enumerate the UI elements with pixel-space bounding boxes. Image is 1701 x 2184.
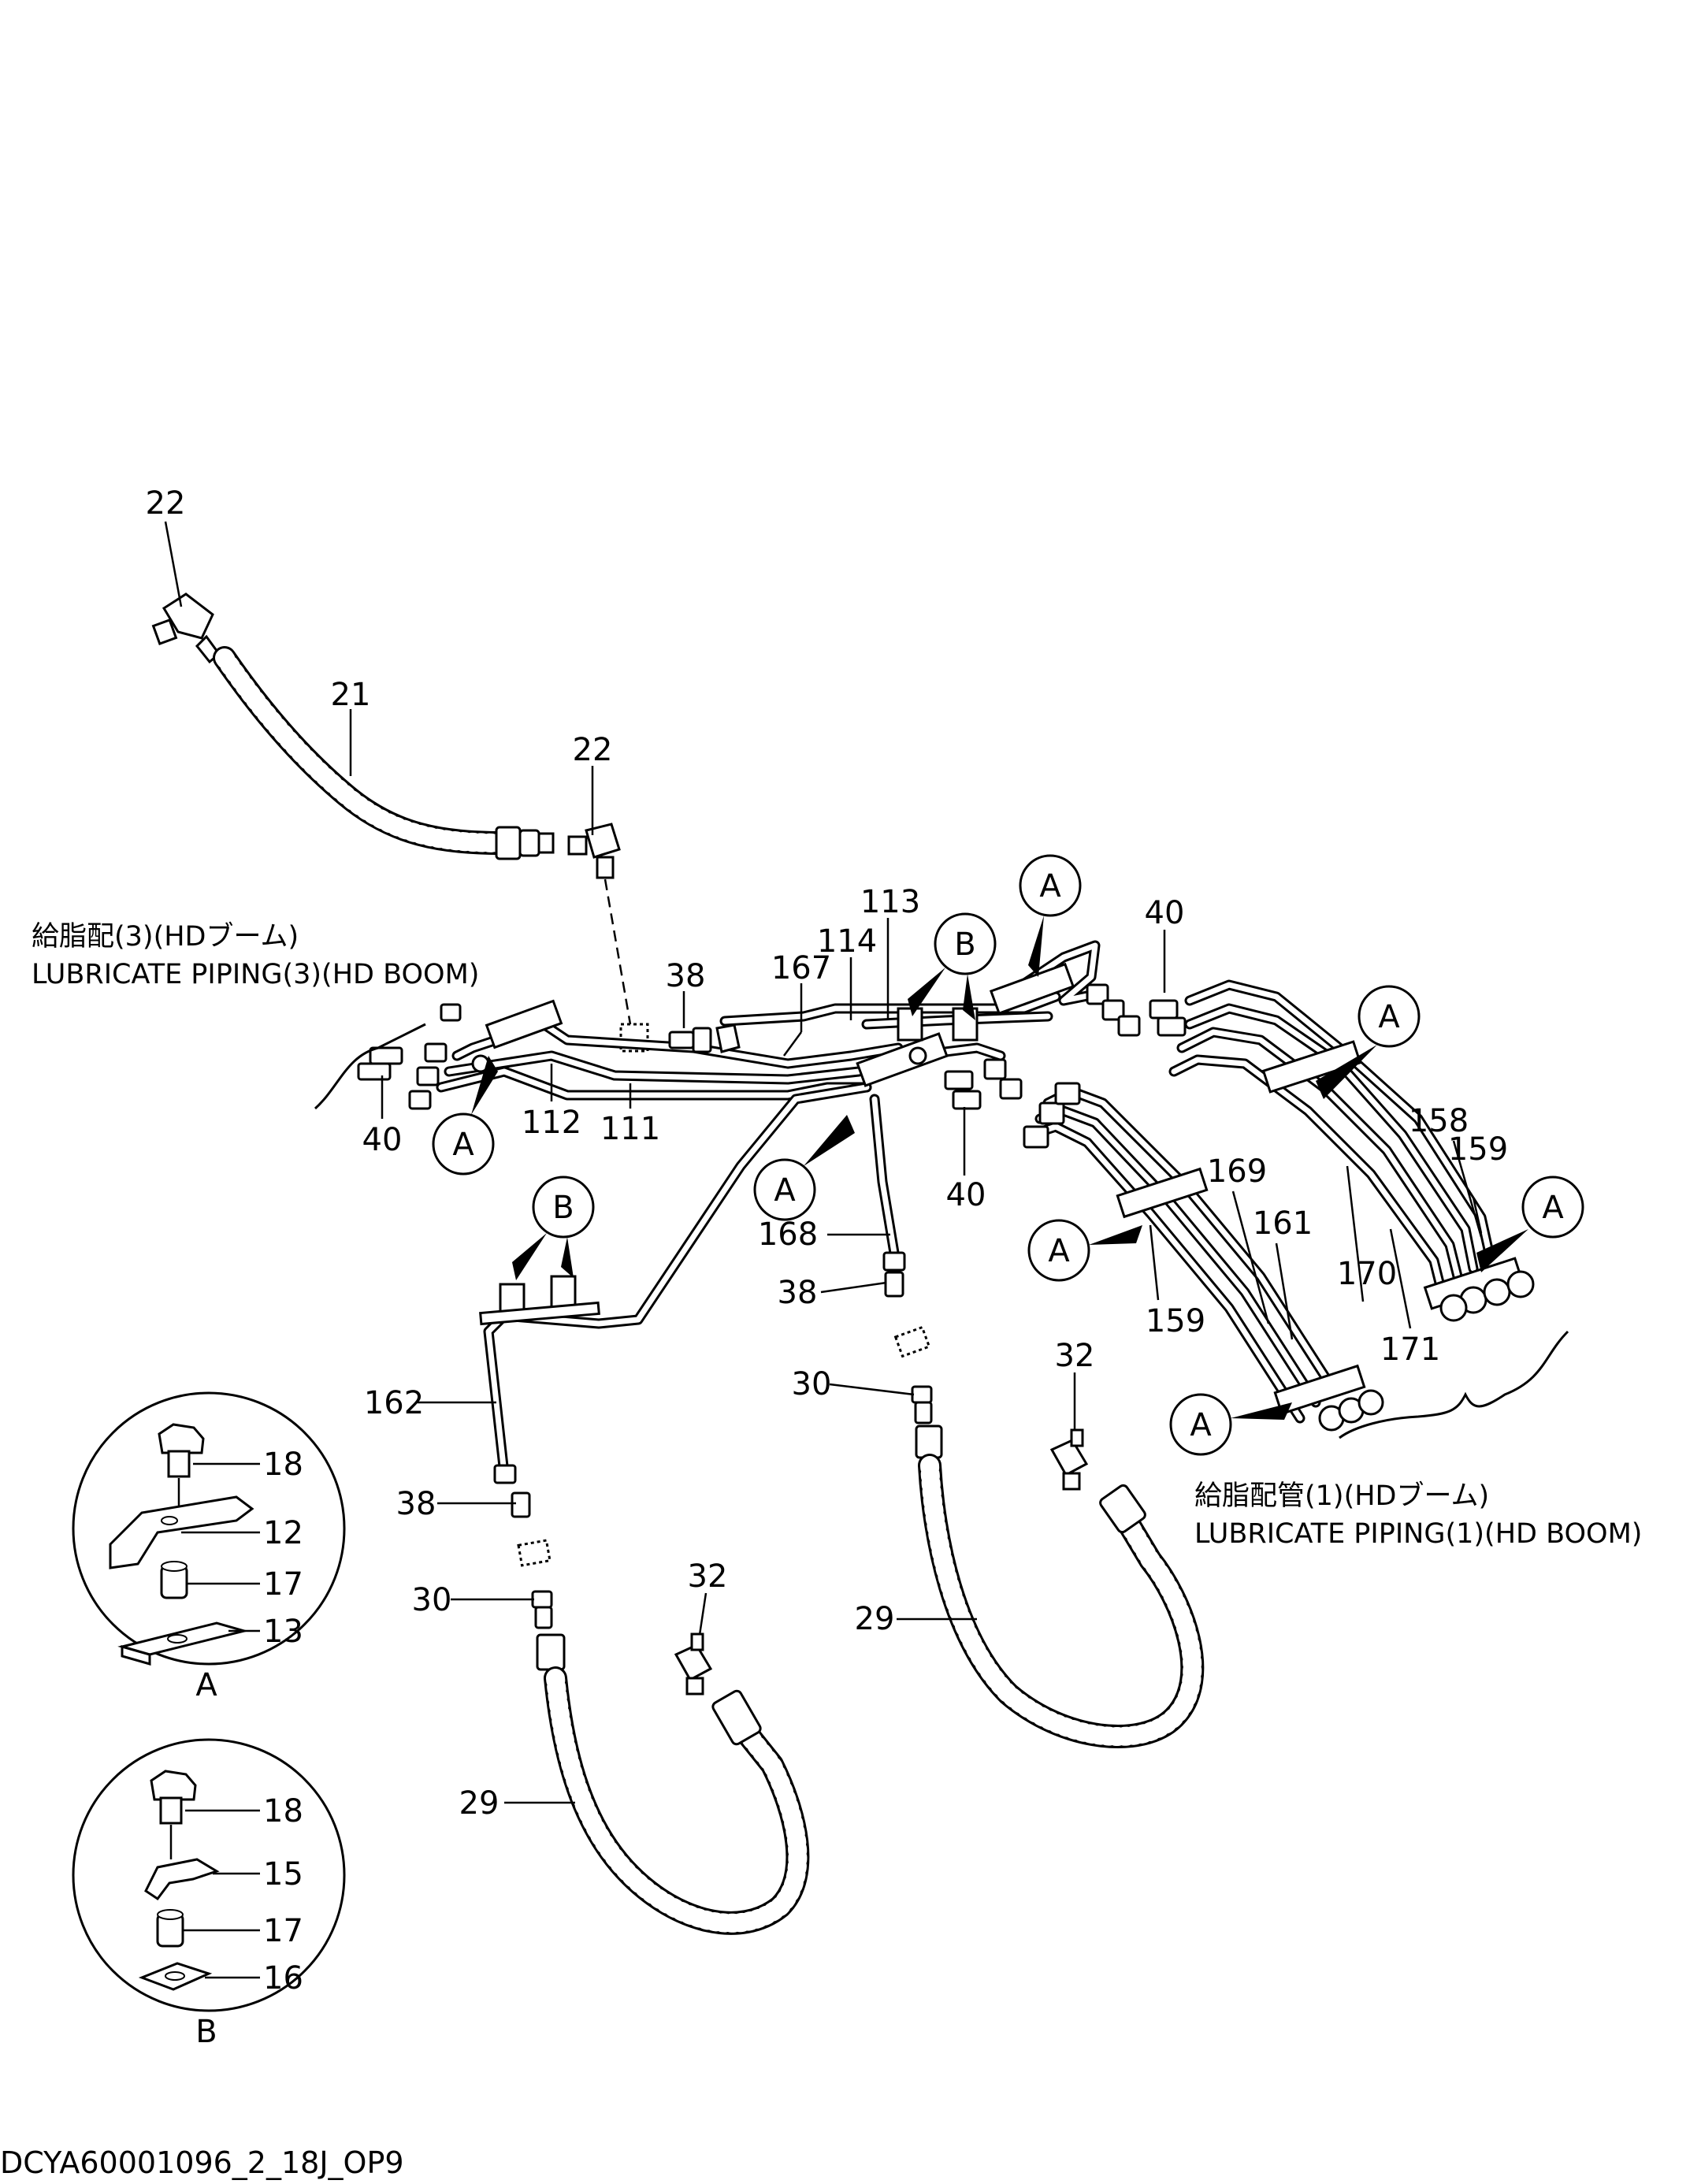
svg-text:A: A [774, 1172, 796, 1209]
label-113: 113 [860, 884, 920, 920]
svg-text:16: 16 [263, 1960, 303, 1996]
callout-a-6: A [1476, 1176, 1584, 1272]
label-158: 158 [1409, 1103, 1469, 1139]
label-161: 161 [1253, 1205, 1313, 1242]
label-30-b: 30 [412, 1582, 452, 1618]
title-piping3-en: LUBRICATE PIPING(3)(HD BOOM) [32, 959, 479, 990]
callout-a-4: A [1316, 985, 1421, 1099]
left-end-fittings [357, 1003, 462, 1110]
title-piping1-en: LUBRICATE PIPING(1)(HD BOOM) [1194, 1518, 1642, 1550]
svg-text:A: A [452, 1127, 474, 1163]
label-38-center: 38 [666, 958, 706, 994]
label-159-left: 159 [1146, 1303, 1205, 1339]
callout-a-7: A [1169, 1393, 1292, 1456]
bolt-icon [150, 1770, 197, 1801]
label-40-top: 40 [1145, 895, 1185, 931]
callout-b-1: B [908, 912, 997, 1020]
svg-text:17: 17 [263, 1566, 303, 1603]
detail-a: 18 12 17 13 A [72, 1391, 346, 1703]
svg-text:A: A [195, 1667, 217, 1703]
label-30-a: 30 [792, 1366, 832, 1402]
svg-text:B: B [195, 2014, 217, 2050]
top-grease-hose [151, 592, 649, 1053]
label-171: 171 [1380, 1332, 1440, 1368]
clamp-15 [144, 1858, 220, 1901]
brace-left [314, 1023, 426, 1110]
svg-text:A: A [1039, 868, 1061, 904]
label-114: 114 [817, 923, 877, 960]
fittings-40-right-top [1086, 983, 1187, 1037]
right-piping-group-lower [1023, 1082, 1384, 1432]
fitting-38-center [668, 1023, 741, 1053]
svg-text:12: 12 [263, 1515, 303, 1551]
svg-text:A: A [1048, 1233, 1070, 1269]
title-piping3-jp: 給脂配(3)(HDブーム) [32, 921, 299, 953]
label-22-top: 22 [146, 485, 186, 522]
svg-text:15: 15 [263, 1856, 303, 1892]
label-170: 170 [1337, 1256, 1397, 1292]
fittings-40-middle [944, 1058, 1023, 1110]
label-111: 111 [600, 1111, 660, 1147]
svg-text:18: 18 [263, 1793, 303, 1829]
svg-text:B: B [552, 1190, 574, 1226]
label-38-b: 38 [778, 1275, 818, 1311]
label-38-c: 38 [396, 1486, 436, 1522]
bolt-icon [158, 1423, 205, 1454]
callout-b-2: B [512, 1176, 595, 1280]
label-32-left: 32 [688, 1558, 728, 1595]
elbow-fitting-22-mid [567, 823, 621, 879]
elbow-fitting-22-top [151, 592, 221, 664]
label-159-right: 159 [1448, 1131, 1508, 1168]
clamp-12 [109, 1495, 254, 1569]
label-168: 168 [758, 1216, 818, 1253]
assembly-titles: 給脂配(3)(HDブーム) LUBRICATE PIPING(3)(HD BOO… [32, 921, 1642, 1550]
callout-a-5: A [1027, 1219, 1142, 1282]
label-40-mid: 40 [946, 1177, 986, 1213]
detail-b: 18 15 17 16 B [72, 1738, 346, 2050]
part-number-labels: 22 21 22 113 114 167 38 40 40 40 112 111… [146, 485, 1509, 1822]
svg-text:B: B [954, 927, 975, 963]
label-29-right: 29 [855, 1601, 895, 1637]
document-code: DCYA60001096_2_18J_OP9 [0, 2145, 404, 2180]
leader-lines [164, 521, 1483, 1804]
svg-text:A: A [1378, 999, 1400, 1035]
svg-text:A: A [1542, 1190, 1564, 1226]
svg-text:17: 17 [263, 1913, 303, 1949]
callout-a-2: A [432, 1056, 498, 1176]
callout-a-3: A [753, 1115, 855, 1221]
brace-right [1339, 1330, 1569, 1439]
left-grease-hose [493, 1464, 810, 1935]
callout-a-1: A [1019, 854, 1082, 977]
svg-text:18: 18 [263, 1447, 303, 1483]
label-40-left: 40 [362, 1122, 403, 1158]
label-22-mid: 22 [573, 732, 613, 768]
label-162: 162 [364, 1385, 424, 1421]
label-169: 169 [1207, 1153, 1267, 1190]
label-21: 21 [331, 677, 371, 713]
label-167: 167 [771, 950, 831, 986]
title-piping1-jp: 給脂配管(1)(HDブーム) [1194, 1480, 1489, 1512]
label-29-left: 29 [459, 1785, 500, 1822]
svg-text:13: 13 [263, 1614, 303, 1650]
label-32-right: 32 [1055, 1338, 1095, 1374]
label-112: 112 [522, 1105, 581, 1141]
hose-end-fitting [495, 826, 555, 860]
main-lubricate-piping [357, 940, 1187, 1479]
clamp-b-lower [479, 1275, 600, 1326]
center-grease-hose [882, 1251, 1205, 1748]
svg-text:A: A [1190, 1407, 1212, 1443]
